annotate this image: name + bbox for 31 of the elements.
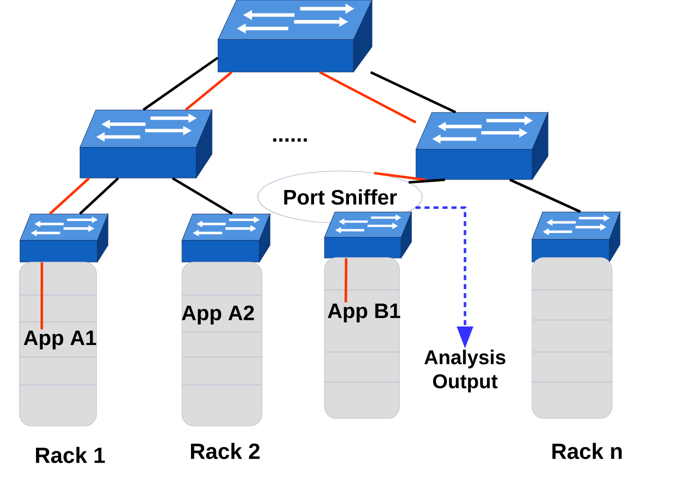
connector-line [40, 262, 44, 330]
ellipsis-mark: ...... [273, 138, 307, 142]
switch-drawing [218, 0, 372, 72]
rack-drawing [324, 257, 400, 419]
connector-line [49, 177, 90, 215]
switch-drawing [532, 212, 620, 262]
switch-drawing [416, 112, 548, 180]
app-label: App A2 [182, 306, 254, 325]
rack-label: Rack 2 [191, 442, 260, 460]
app-label: App B1 [328, 304, 400, 322]
connector-line [172, 177, 233, 215]
connector-line [79, 177, 120, 215]
rack-drawing [182, 262, 262, 426]
connector-line [374, 172, 426, 181]
switch-drawing [20, 214, 108, 262]
connector-line [319, 71, 416, 124]
switch-drawing [324, 212, 412, 258]
connector-line [408, 178, 446, 184]
text-label: Analysis Output [424, 350, 506, 392]
connector-line [184, 71, 232, 111]
switch-drawing [80, 110, 212, 178]
connector-line [509, 178, 581, 213]
rack-label: Rack n [552, 442, 622, 460]
connector-line [142, 56, 219, 111]
app-label: App A1 [24, 330, 96, 350]
connector-line [344, 258, 348, 302]
switch-drawing [182, 214, 270, 262]
connector-line [370, 71, 456, 114]
rack-label: Rack 1 [36, 446, 105, 464]
rack-drawing [19, 262, 97, 426]
rack-drawing [532, 257, 612, 419]
